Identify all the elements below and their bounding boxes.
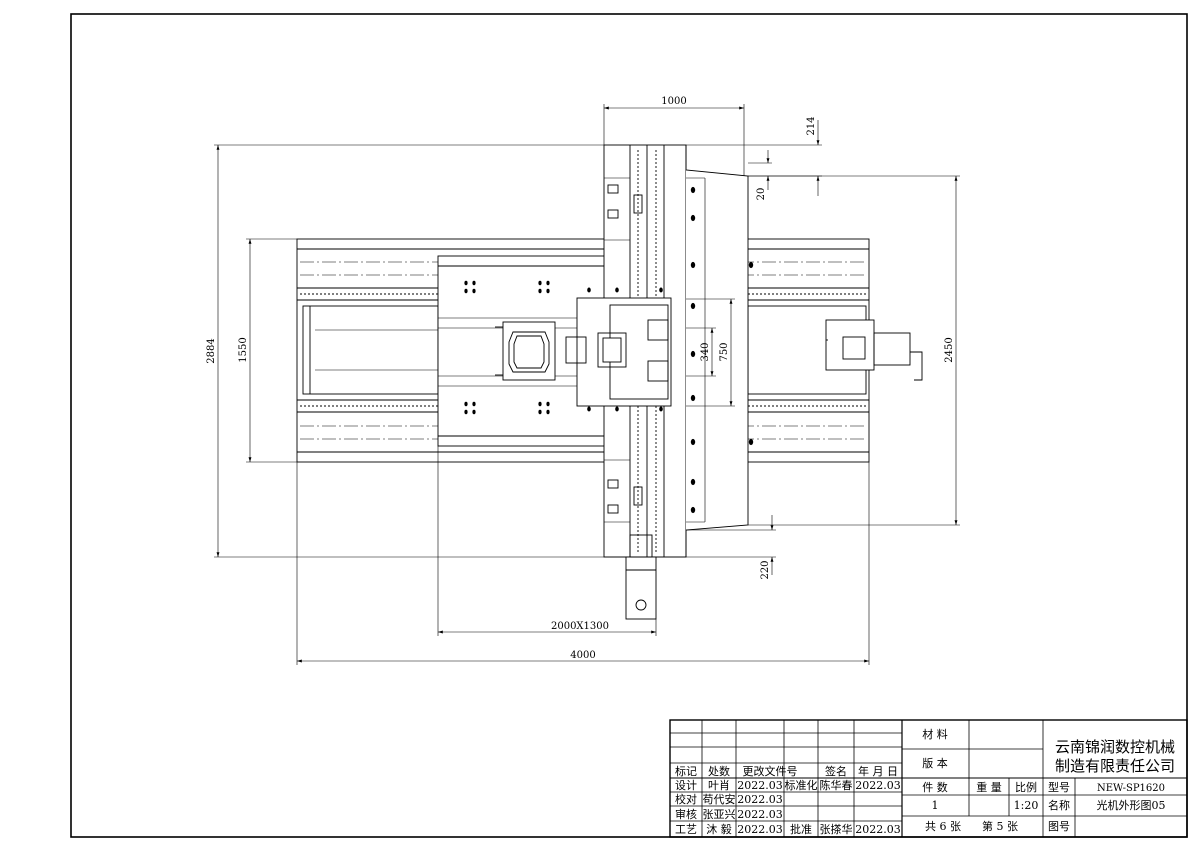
row-check-date: 2022.03	[737, 793, 783, 806]
bolt-hole	[748, 261, 754, 269]
bolt-hole	[659, 406, 663, 412]
bolt-hole	[690, 350, 696, 358]
machine-plan-view	[296, 144, 923, 620]
version-label: 版 本	[922, 756, 948, 770]
bolt-hole	[690, 261, 696, 269]
standard-name: 陈华春	[820, 778, 853, 792]
total-sheets: 共 6 张	[925, 820, 961, 833]
header-change-doc: 更改文件号	[743, 764, 798, 778]
bolt-hole	[546, 288, 550, 294]
bolt-hole	[690, 394, 696, 402]
bolt-hole	[538, 280, 542, 286]
scale-label: 比例	[1015, 780, 1037, 794]
bolt-hole	[464, 288, 468, 294]
dim-right-overall: 2450	[944, 337, 955, 362]
row-review-name: 张亚兴	[703, 808, 736, 821]
dim-bottom-gap: 220	[760, 560, 771, 579]
fixture	[502, 321, 556, 381]
dim-top-gap-a: 214	[806, 116, 817, 135]
bolt-hole	[538, 288, 542, 294]
dim-table-size: 2000X1300	[551, 621, 609, 632]
bolt-hole	[748, 438, 754, 446]
weight-label: 重 量	[976, 780, 1002, 794]
dim-top-gap-b: 20	[756, 188, 767, 201]
bolt-hole	[464, 409, 468, 415]
bolt-hole	[615, 406, 619, 412]
bolt-hole	[615, 287, 619, 293]
company-name-line1: 云南锦润数控机械	[1055, 738, 1175, 756]
bolt-hole	[472, 401, 476, 407]
header-count: 处数	[708, 765, 730, 778]
row-check-name: 苟代安	[703, 792, 736, 806]
bolt-hole	[472, 280, 476, 286]
row-review-role: 审核	[675, 807, 697, 821]
title-block	[669, 719, 1188, 838]
pieces-value: 1	[932, 799, 939, 812]
header-date: 年 月 日	[858, 764, 898, 778]
bolt-hole	[587, 406, 591, 412]
saddle-plate	[685, 145, 749, 557]
bolt-hole	[472, 409, 476, 415]
model-value: NEW-SP1620	[1097, 783, 1165, 794]
row-design-date: 2022.03	[737, 779, 783, 792]
approve-name: 张搽华	[820, 822, 853, 836]
row-process-role: 工艺	[675, 823, 697, 836]
dimension-lines	[214, 104, 960, 665]
scale-value: 1:20	[1014, 799, 1039, 812]
dimension-labels: 1000 214 20 2884 1550 2450 340 750 220 2…	[206, 96, 955, 661]
row-process-name: 沐 毅	[706, 822, 732, 836]
bolt-hole	[690, 506, 696, 514]
bolt-hole	[472, 288, 476, 294]
bolt-hole	[464, 401, 468, 407]
x-motor	[825, 319, 875, 371]
row-process-date: 2022.03	[737, 823, 783, 836]
bolt-hole	[538, 401, 542, 407]
bolt-hole	[546, 280, 550, 286]
row-review-date: 2022.03	[737, 808, 783, 821]
dim-center-b: 750	[719, 342, 730, 361]
bolt-hole	[659, 287, 663, 293]
drawing-no-label: 图号	[1048, 820, 1070, 833]
bolt-hole	[538, 409, 542, 415]
bolt-hole	[464, 280, 468, 286]
sheet-border	[70, 13, 1188, 838]
header-mark: 标记	[675, 764, 697, 778]
bolt-hole	[690, 478, 696, 486]
bolt-hole	[587, 287, 591, 293]
title-block-text: 云南锦润数控机械 制造有限责任公司 材 料 版 本 标记 处数 更改文件号 签名…	[675, 727, 1175, 836]
name-label: 名称	[1048, 798, 1070, 812]
approve-date: 2022.03	[855, 823, 901, 836]
model-label: 型号	[1048, 780, 1070, 794]
standard-date: 2022.03	[855, 779, 901, 792]
material-label: 材 料	[922, 727, 948, 741]
company-name-line2: 制造有限责任公司	[1055, 757, 1175, 775]
bolt-hole	[690, 302, 696, 310]
bolt-hole	[690, 438, 696, 446]
bolt-hole	[546, 409, 550, 415]
approve-label: 批准	[790, 822, 812, 836]
name-value: 光机外形图05	[1097, 798, 1166, 812]
bolt-hole	[546, 401, 550, 407]
row-design-role: 设计	[675, 779, 697, 792]
pieces-label: 件 数	[922, 781, 948, 794]
header-sign: 签名	[825, 764, 847, 778]
dim-overall-length: 4000	[570, 650, 595, 661]
bolt-hole	[690, 214, 696, 222]
spindle-head	[576, 297, 672, 407]
standard-label: 标准化	[785, 778, 818, 792]
sheet-number: 第 5 张	[982, 819, 1018, 833]
dim-left-inner: 1550	[238, 337, 249, 362]
dim-left-overall: 2884	[206, 338, 217, 363]
bolt-holes	[464, 186, 754, 514]
bolt-hole	[690, 186, 696, 194]
row-check-role: 校对	[675, 792, 697, 806]
row-design-name: 叶肖	[708, 778, 730, 792]
dim-top-width: 1000	[661, 96, 686, 107]
z-motor	[625, 556, 657, 620]
dim-center-a: 340	[700, 342, 711, 361]
